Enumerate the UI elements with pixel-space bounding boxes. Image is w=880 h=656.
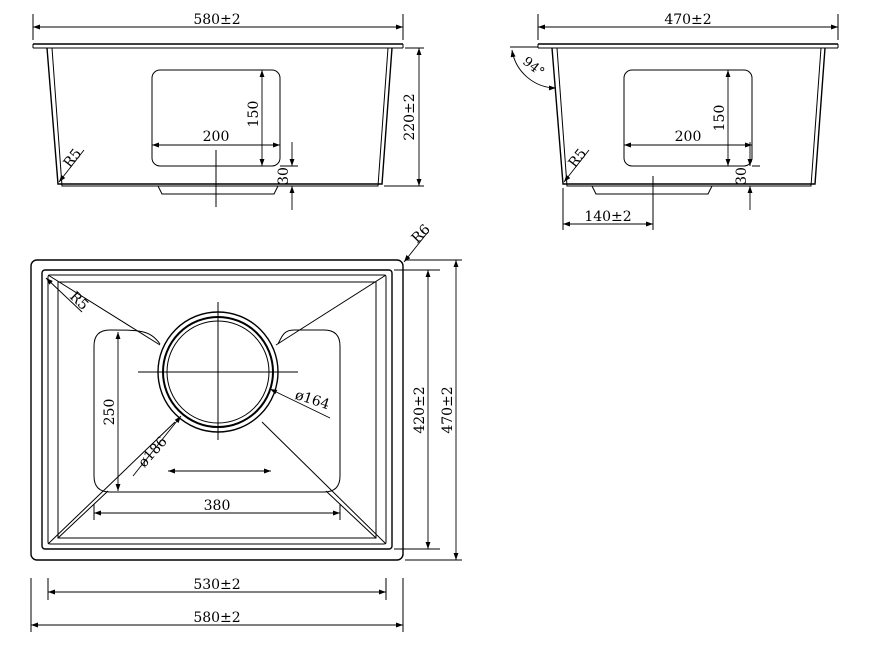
front-height-label: 220±2 <box>402 93 418 140</box>
top-outer-width-label: 580±2 <box>193 610 240 626</box>
top-inner-width-label: 530±2 <box>193 577 240 593</box>
front-recess-offset-label: 30 <box>276 167 292 185</box>
front-width-label: 580±2 <box>193 12 240 28</box>
front-recess-width-label: 200 <box>203 129 230 145</box>
side-view: 470±2 200 150 30 140±2 R5 94° <box>510 12 839 230</box>
top-inner-depth-label: 420±2 <box>412 386 428 433</box>
top-outer-depth-label: 470±2 <box>440 386 456 433</box>
front-recess-height-label: 150 <box>246 101 262 128</box>
side-recess-offset-label: 30 <box>734 167 750 185</box>
side-drain-offset-label: 140±2 <box>584 209 631 225</box>
side-recess-height-label: 150 <box>712 105 728 132</box>
top-inner-radius-label: R5 <box>66 289 91 314</box>
side-width-label: 470±2 <box>664 12 711 28</box>
top-outer-radius-label: R6 <box>409 222 434 247</box>
top-recess-width-label: 380 <box>204 498 231 514</box>
front-view: 580±2 220±2 200 150 30 R5 <box>32 12 424 210</box>
side-radius-label: R5 <box>566 146 591 171</box>
side-recess-width-label: 200 <box>675 129 702 145</box>
top-recess-height-label: 250 <box>102 399 118 426</box>
front-radius-label: R5 <box>61 146 86 171</box>
top-view: 250 380 ø164 ø186 R6 R5 420±2 470±2 530±… <box>30 222 462 632</box>
side-angle-label: 94° <box>519 54 546 80</box>
top-outlet-diameter-label: ø186 <box>135 434 170 471</box>
